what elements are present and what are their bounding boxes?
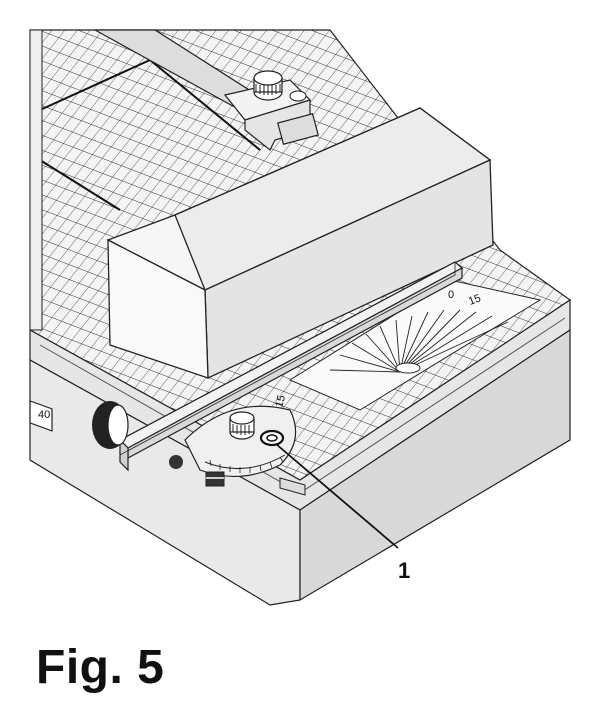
figure-caption: Fig. 5	[36, 641, 165, 694]
callout-1: 1	[275, 443, 410, 583]
callout-number: 1	[398, 558, 410, 583]
front-controls: 40	[29, 400, 306, 496]
angle-fence	[119, 261, 464, 472]
protractor-label-15-right: 15	[467, 292, 483, 307]
top-rail	[94, 29, 319, 151]
cutter-hood	[106, 107, 494, 380]
dial-label: 40	[38, 409, 50, 421]
angle-scale: 0 15 15	[273, 279, 542, 411]
protractor-disc	[184, 405, 297, 477]
protractor-label-15-left: 15	[273, 394, 288, 409]
protractor-label-0: 0	[448, 289, 454, 301]
